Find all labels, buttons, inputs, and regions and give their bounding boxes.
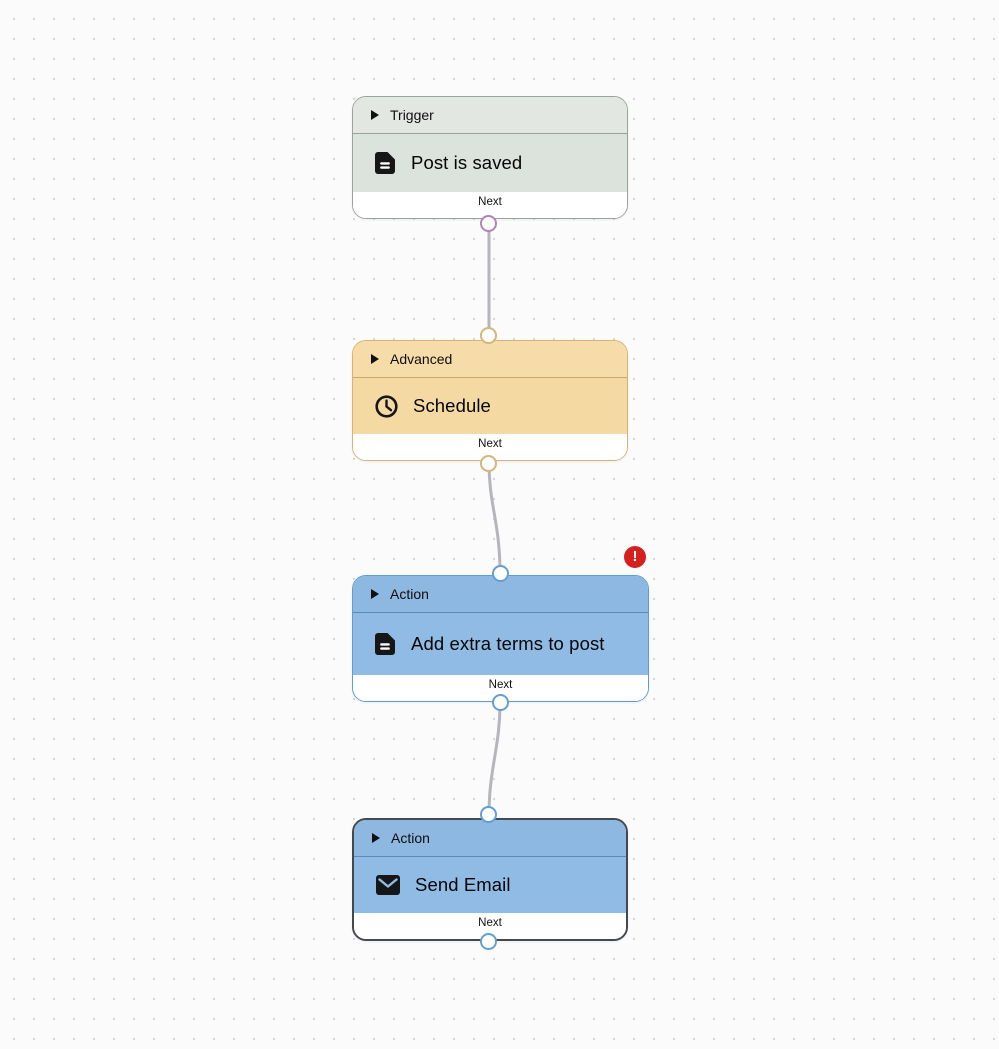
document-icon — [375, 633, 395, 655]
node-title: Send Email — [415, 874, 511, 895]
collapse-triangle-icon[interactable] — [371, 110, 379, 120]
collapse-triangle-icon[interactable] — [371, 589, 379, 599]
node-header[interactable]: Advanced — [353, 341, 627, 378]
document-icon — [375, 152, 395, 174]
input-port-action1[interactable] — [492, 565, 509, 582]
collapse-triangle-icon[interactable] — [372, 833, 380, 843]
output-port-action1[interactable] — [492, 694, 509, 711]
clock-icon — [375, 394, 398, 418]
node-trigger-post-is-saved[interactable]: Trigger Post is saved Next — [352, 96, 628, 219]
output-port-action2[interactable] — [480, 933, 497, 950]
node-category-label: Action — [391, 830, 430, 846]
node-header[interactable]: Action — [353, 576, 648, 613]
next-port-label: Next — [353, 192, 627, 218]
node-header[interactable]: Trigger — [353, 97, 627, 134]
node-category-label: Trigger — [390, 107, 434, 123]
node-action-add-extra-terms[interactable]: Action Add extra terms to post Next — [352, 575, 649, 702]
node-advanced-schedule[interactable]: Advanced Schedule Next — [352, 340, 628, 461]
collapse-triangle-icon[interactable] — [371, 354, 379, 364]
connector-action1-to-action2[interactable] — [487, 701, 502, 817]
node-body[interactable]: Post is saved — [353, 134, 627, 192]
node-action-send-email[interactable]: Action Send Email Next — [352, 818, 628, 941]
node-header[interactable]: Action — [354, 820, 626, 857]
node-title: Add extra terms to post — [411, 633, 605, 654]
node-body[interactable]: Schedule — [353, 378, 627, 434]
email-icon — [376, 875, 400, 895]
output-port-advanced[interactable] — [480, 455, 497, 472]
node-title: Schedule — [413, 395, 491, 416]
input-port-action2[interactable] — [480, 806, 497, 823]
output-port-trigger[interactable] — [480, 215, 497, 232]
node-body[interactable]: Add extra terms to post — [353, 613, 648, 675]
node-category-label: Advanced — [390, 351, 453, 367]
node-title: Post is saved — [411, 152, 523, 173]
error-badge-icon: ! — [624, 546, 646, 568]
connector-advanced-to-action1[interactable] — [487, 461, 502, 575]
node-category-label: Action — [390, 586, 429, 602]
node-body[interactable]: Send Email — [354, 857, 626, 913]
input-port-advanced[interactable] — [480, 327, 497, 344]
